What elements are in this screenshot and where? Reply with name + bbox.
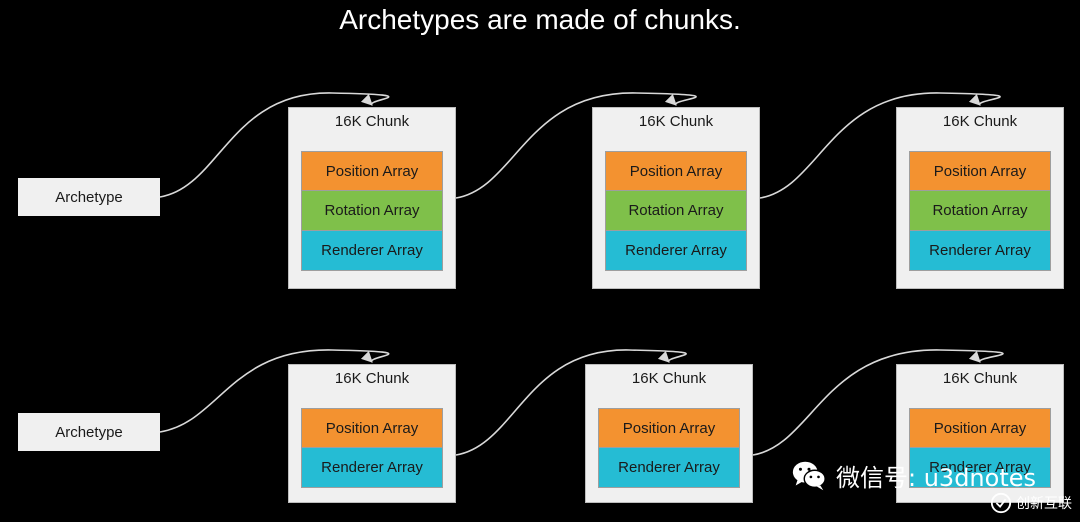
archetype-box: Archetype bbox=[18, 178, 160, 216]
position-array: Position Array bbox=[301, 408, 443, 448]
wechat-icon bbox=[792, 461, 826, 491]
watermark: 微信号: u3dnotes bbox=[790, 455, 1036, 495]
renderer-array: Renderer Array bbox=[301, 448, 443, 488]
connector-arrow bbox=[159, 92, 390, 198]
connector-arrow bbox=[159, 349, 390, 433]
renderer-array: Renderer Array bbox=[301, 231, 443, 271]
renderer-array: Renderer Array bbox=[598, 448, 740, 488]
brand-logo-icon bbox=[990, 492, 1012, 514]
position-array: Position Array bbox=[909, 408, 1051, 448]
chunk-title: 16K Chunk bbox=[942, 113, 1018, 130]
connector-arrow bbox=[455, 92, 697, 199]
brand-text: 创新互联 bbox=[1016, 496, 1072, 512]
archetype-box: Archetype bbox=[18, 413, 160, 451]
position-array: Position Array bbox=[909, 151, 1051, 191]
renderer-array: Renderer Array bbox=[605, 231, 747, 271]
renderer-array: Renderer Array bbox=[909, 231, 1051, 271]
chunk-title: 16K Chunk bbox=[942, 370, 1018, 387]
chunk-title: 16K Chunk bbox=[334, 370, 410, 387]
brand-watermark: 创新互联 bbox=[990, 488, 1076, 518]
rotation-array: Rotation Array bbox=[301, 191, 443, 231]
connector-arrow bbox=[759, 92, 1001, 199]
rotation-array: Rotation Array bbox=[909, 191, 1051, 231]
watermark-text: 微信号: u3dnotes bbox=[836, 463, 1037, 492]
chunk-title: 16K Chunk bbox=[638, 113, 714, 130]
diagram-title: Archetypes are made of chunks. bbox=[339, 4, 741, 35]
chunk-title: 16K Chunk bbox=[631, 370, 707, 387]
connector-arrow bbox=[455, 349, 687, 456]
position-array: Position Array bbox=[605, 151, 747, 191]
renderer-array: Renderer Array bbox=[909, 448, 1051, 488]
position-array: Position Array bbox=[598, 408, 740, 448]
position-array: Position Array bbox=[301, 151, 443, 191]
rotation-array: Rotation Array bbox=[605, 191, 747, 231]
chunk-title: 16K Chunk bbox=[334, 113, 410, 130]
connector-arrow bbox=[752, 349, 1004, 456]
